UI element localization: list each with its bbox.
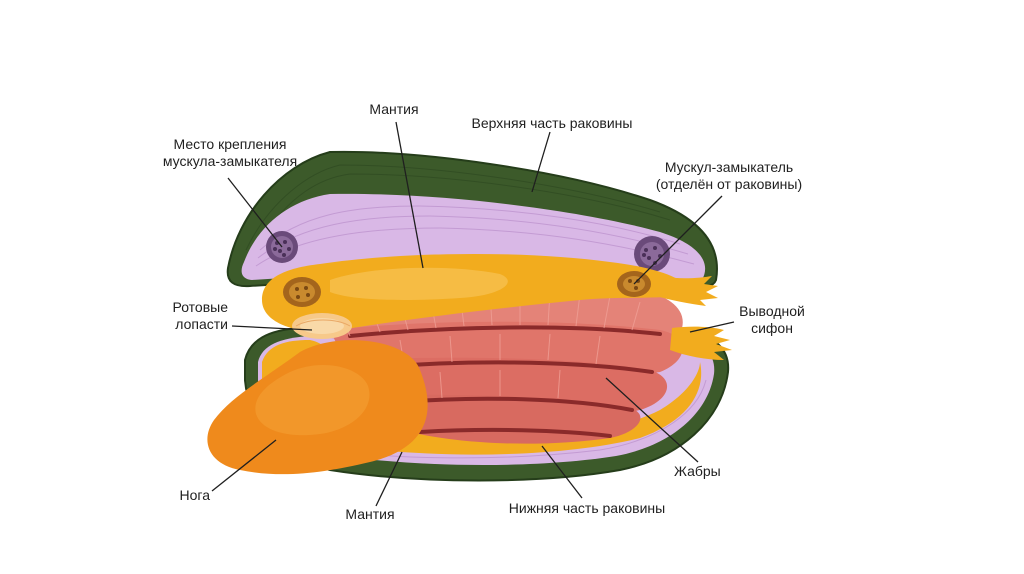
leader-oral-lobes — [231, 325, 313, 331]
label-adductor-line2: (отделён от раковины) — [655, 176, 803, 192]
label-mantle-top-text: Мантия — [369, 101, 419, 117]
label-siphon-line1: Выводной — [739, 303, 805, 319]
label-foot-text: Нога — [179, 487, 210, 503]
label-siphon: Выводной сифон — [730, 303, 814, 337]
label-gills-text: Жабры — [674, 463, 721, 479]
oral-lobes — [292, 313, 352, 339]
top-shell-growth-lines — [245, 164, 671, 251]
label-mantle-bottom-text: Мантия — [345, 506, 395, 522]
upper-siphon — [656, 276, 718, 306]
label-shell-top: Верхняя часть раковины — [460, 115, 644, 132]
label-siphon-line2: сифон — [751, 320, 793, 336]
label-oral-lobes: Ротовые лопасти — [140, 299, 228, 333]
leader-adductor — [633, 195, 723, 285]
label-attachment-line2: мускула-замыкателя — [162, 153, 298, 169]
leader-lines — [211, 121, 735, 507]
leader-siphon — [689, 321, 735, 333]
top-mantle-lining-lines — [255, 205, 695, 267]
upper-mantle-highlight — [330, 267, 508, 300]
leader-mantle-top — [395, 121, 424, 269]
label-attachment: Место крепления мускула-замыкателя — [150, 136, 310, 170]
label-attachment-line1: Место крепления — [173, 136, 287, 152]
label-adductor-line1: Мускул-замыкатель — [664, 159, 794, 175]
top-mantle-lining — [241, 193, 706, 280]
leader-attachment — [227, 177, 283, 248]
foot-highlight — [255, 364, 370, 436]
leader-foot — [211, 439, 277, 492]
label-shell-bottom-text: Нижняя часть раковины — [508, 500, 666, 516]
label-oral-lobes-line2: лопасти — [175, 316, 228, 332]
leader-shell-bottom — [541, 445, 583, 499]
adductor-muscle-anterior — [283, 277, 321, 307]
leader-mantle-bottom — [375, 451, 403, 507]
label-gills: Жабры — [674, 463, 734, 480]
label-oral-lobes-line1: Ротовые — [172, 299, 228, 315]
label-shell-bottom: Нижняя часть раковины — [496, 500, 678, 517]
leader-gills — [605, 377, 699, 463]
label-shell-top-text: Верхняя часть раковины — [471, 115, 633, 131]
label-mantle-top: Мантия — [354, 101, 434, 118]
label-adductor: Мускул-замыкатель (отделён от раковины) — [640, 159, 818, 193]
exhalant-siphon — [670, 326, 732, 360]
leader-shell-top — [531, 131, 551, 193]
label-mantle-bottom: Мантия — [330, 506, 410, 523]
label-foot: Нога — [150, 487, 210, 504]
